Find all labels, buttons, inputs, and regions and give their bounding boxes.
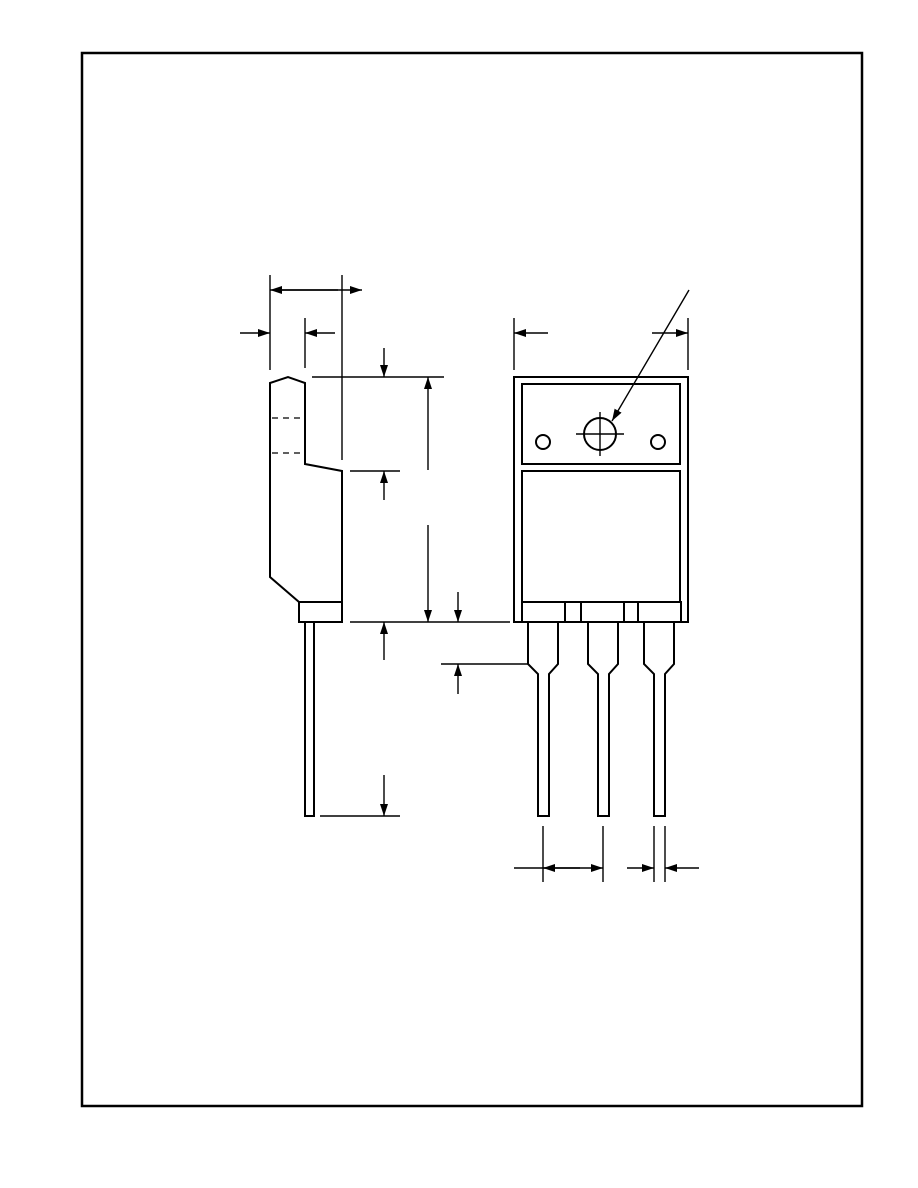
lead-1: [527, 621, 559, 817]
front-view-outline: [513, 376, 689, 623]
front-view-body-inner: [521, 470, 681, 603]
leader-mounting-hole: [611, 289, 690, 422]
front-view-dimensions: [513, 289, 699, 882]
lead-2: [587, 621, 619, 817]
side-view: [269, 375, 343, 817]
lead-3: [643, 621, 675, 817]
side-view-lead-base: [298, 601, 343, 623]
side-view-body: [269, 375, 343, 603]
page-frame: [80, 51, 864, 1108]
side-view-lead: [304, 621, 315, 817]
side-view-dimensions: [240, 275, 528, 817]
lead-base-block: [637, 601, 682, 623]
front-view: [513, 376, 689, 817]
lead-base-block: [580, 601, 625, 623]
marker-hole-left: [535, 434, 551, 450]
front-view-tab-inner: [521, 383, 681, 465]
marker-hole-right: [650, 434, 666, 450]
lead-base-block: [521, 601, 566, 623]
